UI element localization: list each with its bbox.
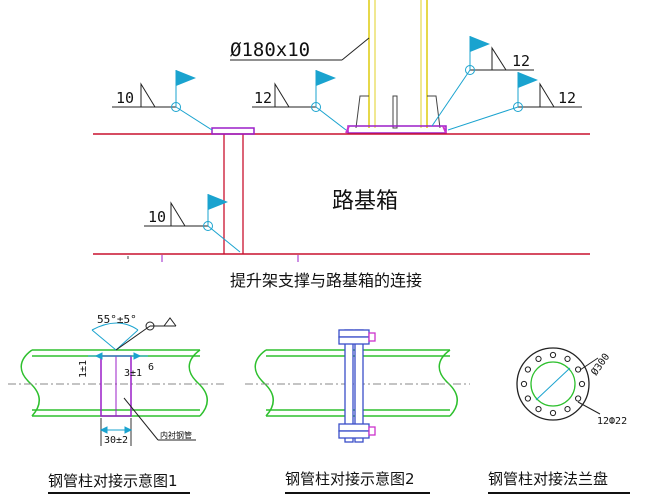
weld-symbol-lower: 10 — [144, 194, 241, 253]
fig1-dim-bottom: 30±2 — [104, 435, 128, 446]
weld-left-size: 10 — [116, 89, 134, 107]
flange-bolt-holes — [520, 351, 586, 417]
bolt-hole — [524, 366, 531, 373]
fig1-angle: 55°±5° — [97, 313, 137, 326]
figure-2: 钢管柱对接示意图2 — [245, 329, 470, 494]
flange-outer — [516, 347, 590, 421]
bolt-hole — [564, 355, 571, 362]
weld-top-right-size: 12 — [512, 52, 530, 70]
bolt-hole — [520, 380, 528, 388]
weld-mid-size: 12 — [254, 89, 272, 107]
steel-column — [368, 0, 428, 128]
fig3-dia-label: Ø300 — [589, 351, 613, 378]
fig1-dim-mid: 3±1 — [124, 368, 142, 379]
flange-dia-line — [535, 367, 571, 401]
fig1-dimensions — [88, 352, 148, 446]
fig1-note-leader — [123, 397, 196, 441]
brace-tube — [223, 134, 244, 254]
fig2-bolts — [338, 329, 376, 439]
bolt-hole — [564, 406, 571, 413]
weld-right-size: 12 — [558, 89, 576, 107]
fig1-bevel-angle — [91, 322, 139, 351]
weld-lower-size: 10 — [148, 208, 166, 226]
pipe-spec-label: Ø180x10 — [230, 39, 310, 61]
road-box — [93, 133, 590, 255]
figure-1: 55°±5° 1±1 3±1 6 30±2 内衬钢管 钢管柱对接示意图1 — [8, 313, 225, 494]
fig3-caption: 钢管柱对接法兰盘 — [488, 470, 608, 488]
figure-3: Ø300 12Ф22 钢管柱对接法兰盘 — [488, 347, 630, 494]
stiffener-ribs — [355, 95, 441, 129]
fig2-caption: 钢管柱对接示意图2 — [285, 470, 415, 488]
top-detail: 路基箱 Ø180x10 10 12 — [93, 0, 590, 290]
box-label: 路基箱 — [332, 189, 398, 214]
weld-symbol-top-right: 12 — [431, 36, 534, 127]
weld-symbol-right: 12 — [447, 72, 582, 131]
bolt-hole — [549, 409, 557, 417]
bolt-hole — [535, 406, 542, 413]
fig1-pipe — [20, 349, 208, 417]
bolt-hole — [549, 351, 557, 359]
base-weld — [345, 125, 447, 134]
flange-hole-leader — [577, 357, 601, 415]
fig3-holes-label: 12Ф22 — [597, 416, 627, 427]
fig1-dim-left: 1±1 — [78, 360, 89, 378]
fig1-note: 内衬钢管 — [160, 430, 192, 440]
top-caption: 提升架支撑与路基箱的连接 — [230, 271, 422, 290]
flange-inner — [530, 361, 576, 407]
bolt-hole — [535, 355, 542, 362]
fig1-caption: 钢管柱对接示意图1 — [48, 472, 178, 490]
fig1-weld-leader — [115, 317, 177, 351]
weld-symbol-mid: 12 — [252, 70, 347, 131]
weld-symbol-left: 10 — [112, 70, 213, 131]
pipe-spec-callout: Ø180x10 — [230, 37, 370, 61]
brace-cap — [211, 127, 255, 135]
bolt-hole — [524, 395, 531, 402]
box-bottom-marks — [127, 255, 299, 262]
bolt-hole — [575, 395, 582, 402]
fig1-dim-right: 6 — [148, 362, 154, 373]
bolt-hole — [578, 380, 586, 388]
